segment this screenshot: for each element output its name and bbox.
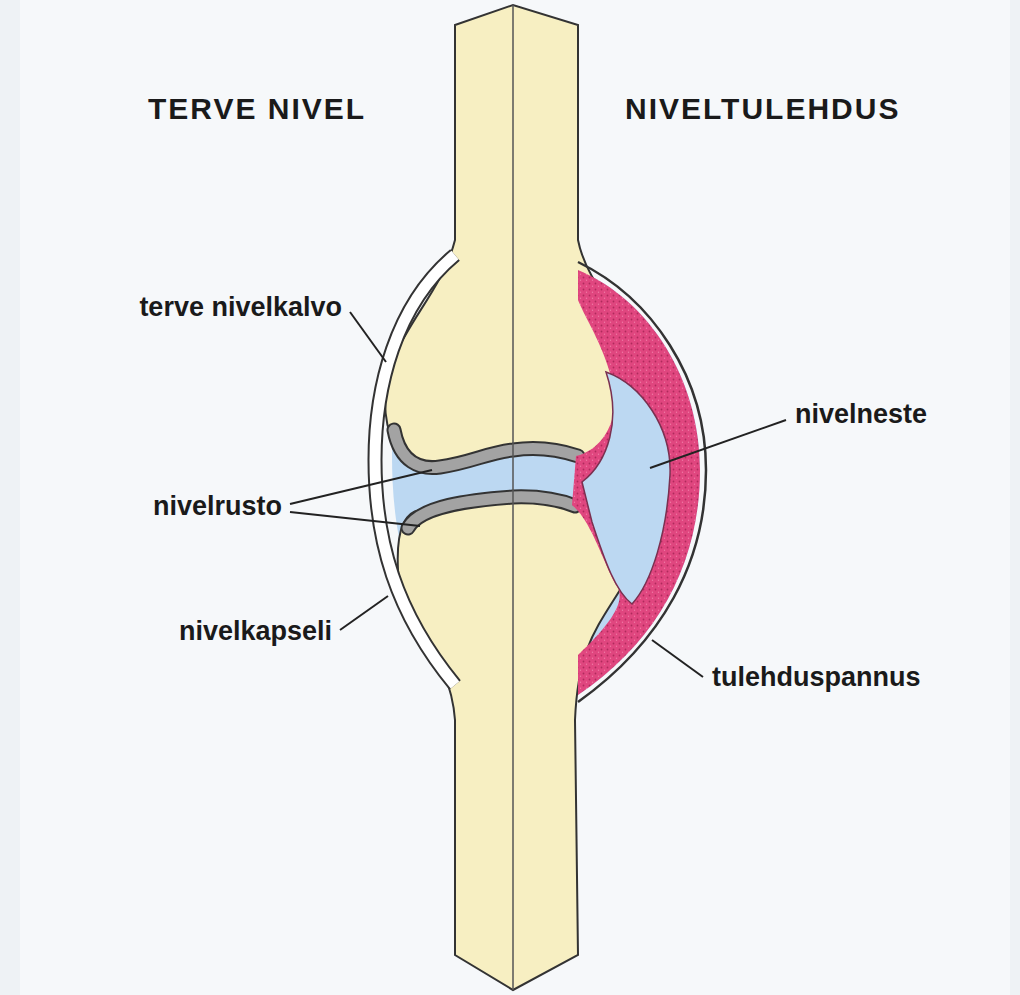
divider-line <box>512 5 514 990</box>
leader-line <box>290 512 420 526</box>
leader-line <box>290 470 432 504</box>
part-label: nivelneste <box>795 400 927 430</box>
healthy-capsule <box>375 255 455 685</box>
leader-line <box>652 640 703 677</box>
leader-line <box>340 596 388 630</box>
lower-cartilage <box>408 497 575 528</box>
page-ground <box>20 0 1010 995</box>
leader-line <box>650 420 786 468</box>
part-label: nivelrusto <box>153 492 282 522</box>
leader-line <box>350 312 386 362</box>
cartilage-outline <box>408 497 575 528</box>
side-heading: NIVELTULEHDUS <box>625 92 900 125</box>
inflamed-capsule <box>578 262 706 702</box>
part-label: terve nivelkalvo <box>139 293 342 323</box>
upper-bone <box>385 5 650 468</box>
healthy-synovium <box>375 255 455 685</box>
lower-bone <box>398 495 634 990</box>
inflamed-fluid <box>582 372 670 604</box>
inflammatory-pannus <box>572 270 700 695</box>
part-label: tulehduspannus <box>712 663 921 693</box>
cartilage-outline <box>394 430 578 468</box>
side-heading: TERVE NIVEL <box>148 92 366 125</box>
part-label: nivelkapseli <box>179 617 332 647</box>
upper-cartilage <box>394 430 578 468</box>
